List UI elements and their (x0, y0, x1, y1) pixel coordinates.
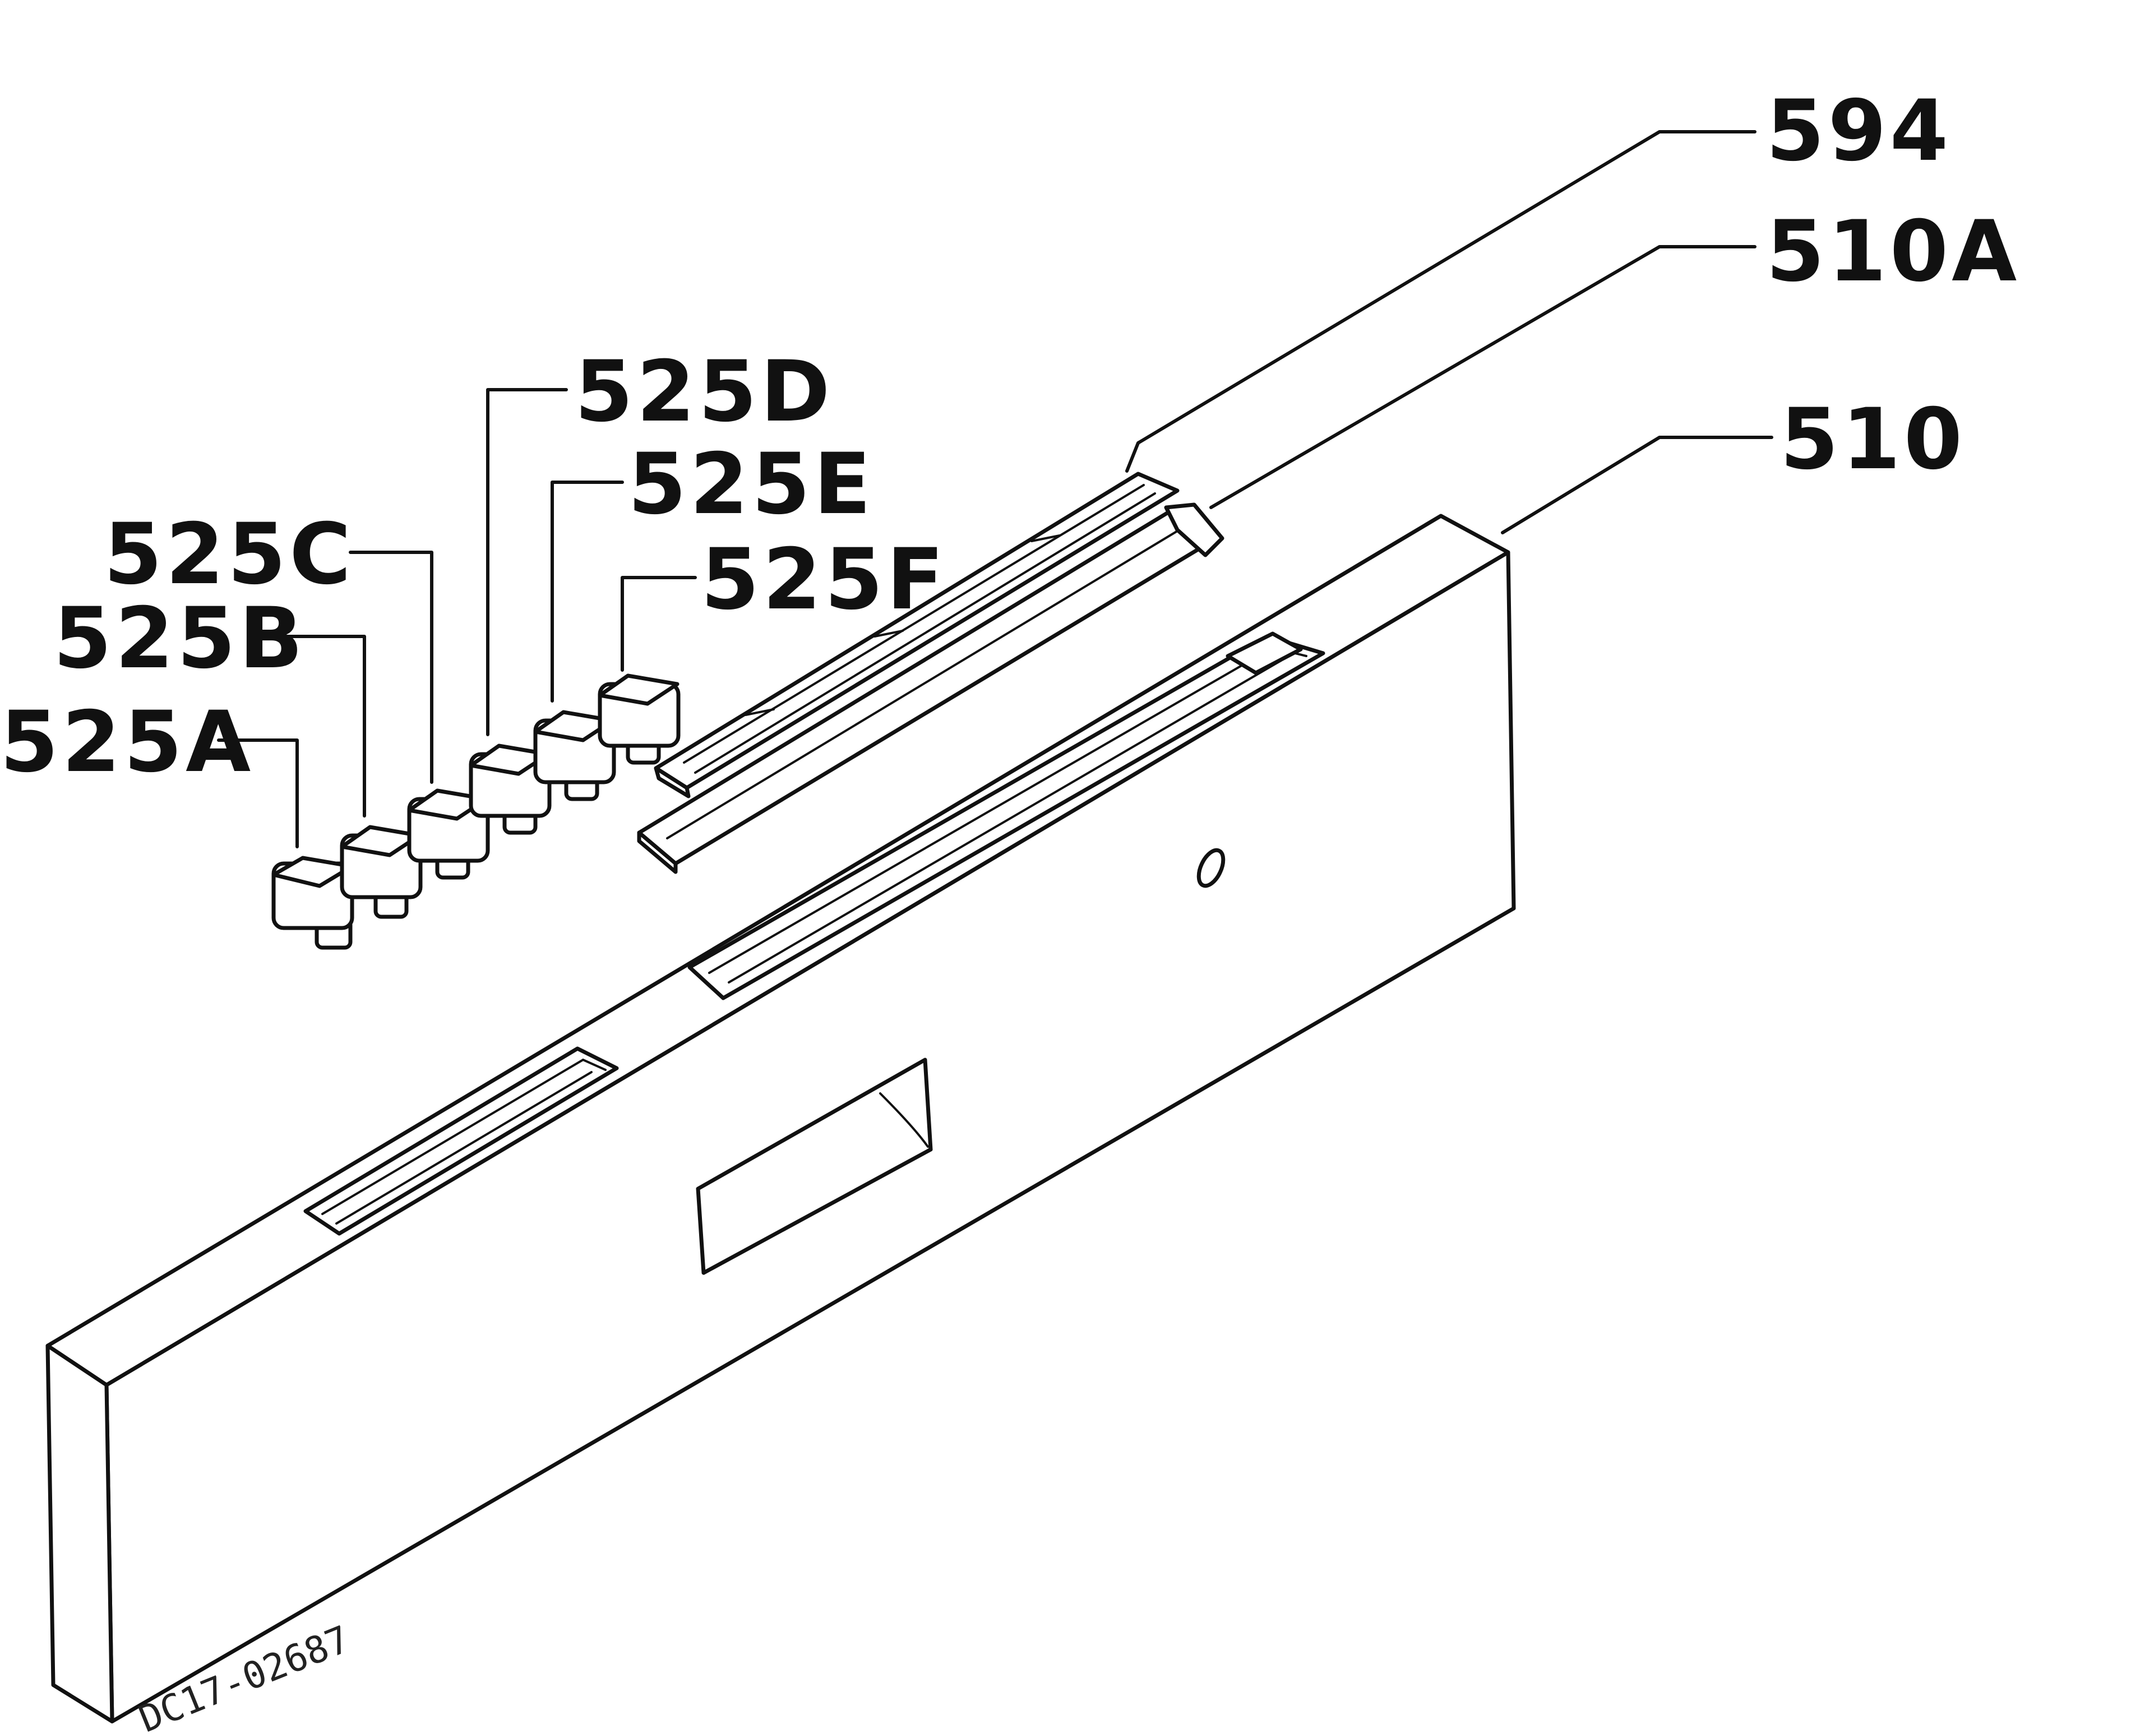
label-510: 510 (1780, 391, 1966, 488)
panel-end-face (45, 1343, 114, 1724)
button-cap-525F (598, 673, 681, 765)
display-strip-510A (637, 502, 1224, 874)
label-525B: 525B (53, 590, 306, 687)
leader-525F (621, 576, 697, 672)
label-525A: 525A (0, 694, 254, 791)
leader-510 (1501, 436, 1773, 534)
top-slot-front (303, 1046, 619, 1236)
indicator-hole (1196, 848, 1226, 888)
display-window (696, 1058, 933, 1275)
display-strip-594 (654, 472, 1180, 798)
label-525E: 525E (628, 436, 875, 533)
label-594: 594 (1766, 82, 1952, 180)
label-525F: 525F (701, 531, 947, 629)
leader-525C (349, 551, 433, 784)
leader-525E (551, 481, 624, 703)
top-slot-rear (687, 631, 1325, 1000)
leader-594 (1125, 130, 1757, 473)
leader-525B (276, 635, 366, 818)
control-panel-510 (45, 514, 1516, 1724)
callout-labels: 594 510A 510 525D 525E 525C 525F 525B 52… (0, 82, 2020, 791)
button-caps (271, 673, 681, 950)
label-510A: 510A (1766, 203, 2020, 301)
button-cap-525A (271, 856, 354, 950)
button-cap-525B (340, 825, 423, 919)
label-525D: 525D (575, 343, 834, 441)
button-cap-525C (407, 788, 490, 880)
button-cap-525E (533, 710, 616, 801)
leader-525D (486, 388, 568, 736)
leader-525A (217, 738, 299, 848)
label-525C: 525C (104, 506, 354, 603)
leader-510A (1209, 245, 1757, 509)
leader-lines (217, 130, 1773, 848)
